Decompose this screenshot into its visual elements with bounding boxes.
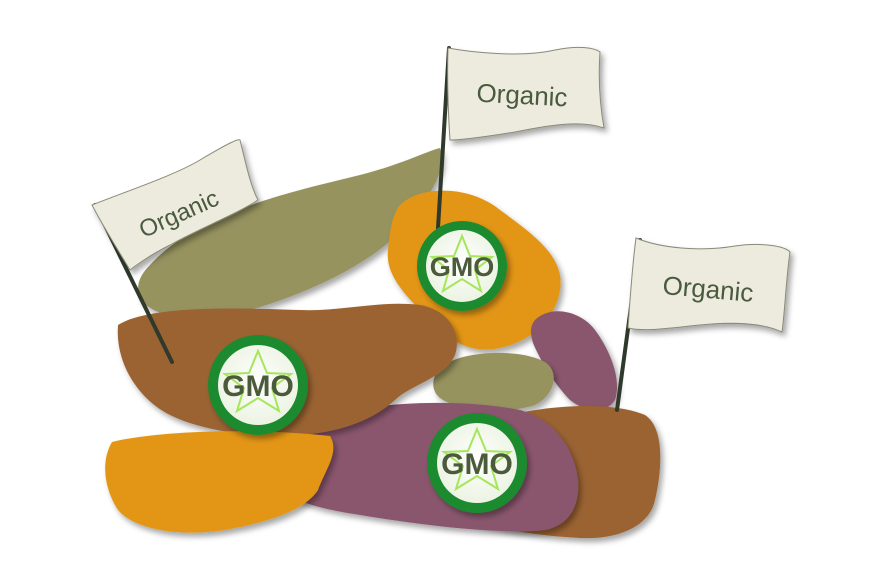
flag-cloth — [447, 46, 605, 141]
gmo-badge-top: GMO — [417, 221, 507, 311]
flag-cloth — [627, 237, 791, 333]
flag-cloth — [91, 139, 259, 271]
star-icon — [222, 348, 294, 414]
organic-flag-left: Organic — [91, 139, 259, 364]
organic-flag-top: Organic — [436, 46, 605, 230]
olive-potato-middle — [433, 352, 554, 411]
organic-flag-right: Organic — [615, 237, 791, 412]
star-icon — [441, 426, 513, 492]
gmo-badge-bottom: GMO — [427, 413, 527, 513]
purple-potato-right — [530, 311, 618, 411]
badge-label: GMO — [441, 448, 513, 481]
badge-label: GMO — [430, 252, 495, 282]
flag-label: Organic — [476, 78, 568, 113]
badge-label: GMO — [222, 370, 294, 403]
olive-potato-top — [138, 148, 442, 319]
orange-potato-bottom — [105, 431, 334, 533]
star-icon — [429, 233, 495, 294]
gmo-badge-left: GMO — [208, 335, 308, 435]
